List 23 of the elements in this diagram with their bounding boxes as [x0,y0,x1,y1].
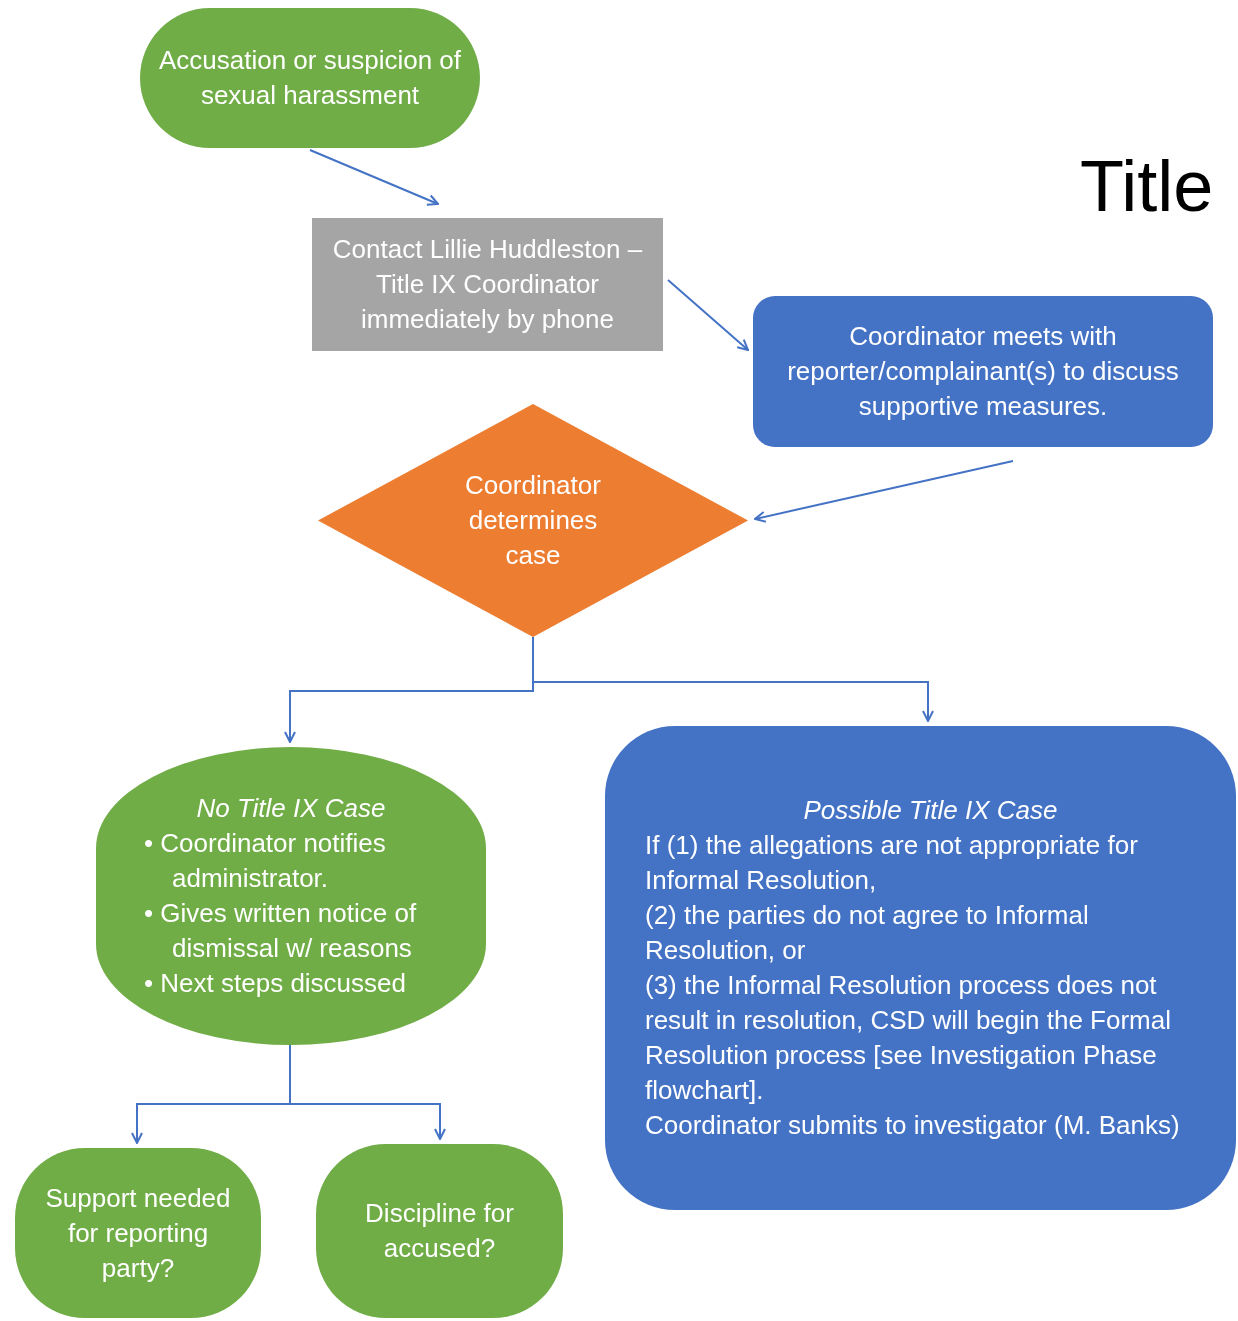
node-text: Discipline for accused? [364,1197,515,1265]
process-box [312,218,663,351]
connector-arrow [667,279,749,351]
node-text: Contact Lillie Huddleston – Title IX Coordinator immediately by phone [331,233,644,336]
bullet-item: • Next steps discussed [143,967,407,1000]
node-text: Accusation or suspicion of sexual harassment [157,44,462,112]
process-box [753,296,1213,447]
connector-arrow [754,460,1014,523]
bullet-item: • Gives written notice of dismissal w/ reasons [143,897,418,965]
node-text: Coordinator meets with reporter/complainant(s) to discuss supportive measures. [786,320,1180,423]
outcome-box [605,726,1236,1210]
title: Title [1080,145,1214,227]
node-text: Coordinator determines case [464,469,602,572]
case-heading: No Title IX Case [196,792,386,825]
paragraph: If (1) the allegations are not appropriate for Informal Resolution, [645,829,1139,897]
paragraph: Coordinator submits to investigator (M. Banks) [645,1109,1181,1142]
connector-arrow [309,149,439,206]
node-text: Support needed for reporting party? [44,1181,232,1285]
case-heading: Possible Title IX Case [802,794,1059,827]
connector-arrow [289,1044,446,1140]
paragraph: (3) the Informal Resolution process does not result in resolution, CSD will begin the Formal Resolution process [see Investigation Phase flowchart]. [645,969,1172,1107]
paragraph: (2) the parties do not agree to Informal Resolution, or [645,899,1090,967]
bullet-item: • Coordinator notifies administrator. [143,827,387,895]
